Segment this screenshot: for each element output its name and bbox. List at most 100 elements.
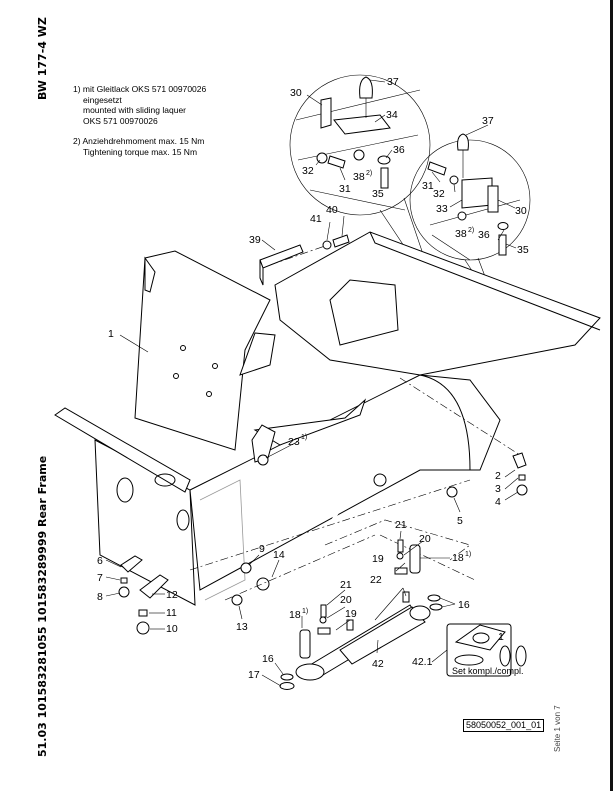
fitting-part-6 [120,555,143,573]
callout-36: 36 [393,144,405,156]
callout-42: 42 [372,658,384,670]
bracket-part-30-b [487,185,499,213]
callout-37-b: 37 [482,115,494,127]
drawing-number: 58050052_001_01 [463,719,545,732]
plate-part-34 [333,114,391,135]
detail-circle-right [409,133,531,261]
callout-7: 7 [97,572,103,584]
seal-part-16-c [280,673,294,681]
seal-part-16-b [429,603,443,611]
callout-5: 5 [457,515,463,527]
callout-42-1: 42.1 [412,656,433,668]
nut-part-38-b [457,211,467,221]
bolt-part-31-b [427,161,447,176]
callout-34: 34 [386,109,398,121]
callout-14: 14 [273,549,285,561]
note-1-line-4: OKS 571 00970026 [83,115,158,126]
fitting-part-12 [139,574,169,599]
nut-part-38 [353,149,365,161]
callout-20-a: 20 [340,594,352,606]
nut-part-9 [240,562,252,574]
callout-3: 3 [495,483,501,495]
callout-21-b: 21 [395,519,407,531]
callout-18-a-sup: 1) [302,608,308,615]
callout-8: 8 [97,591,103,603]
pin-part-18-b [409,544,421,574]
callout-17: 17 [248,669,260,681]
note-2-line-2: Tightening torque max. 15 Nm [83,146,198,157]
callout-10: 10 [166,623,178,635]
callout-40: 40 [326,204,338,216]
plate-part-19-b [394,567,408,575]
detail-circle-left [289,74,431,216]
callout-22: 22 [370,574,382,586]
callout-32: 32 [302,165,314,177]
callout-41: 41 [310,213,322,225]
callout-33: 33 [436,203,448,215]
callout-1: 1 [108,328,114,340]
seal-set-box [446,623,527,677]
callout-18-a: 18 [289,609,301,621]
washer-part-41 [322,240,332,250]
callout-37: 37 [387,76,399,88]
callout-30: 30 [290,87,302,99]
plate-part-19-a [317,627,331,635]
callout-4: 4 [495,496,501,508]
page-right-border [610,0,613,791]
callout-36-b: 36 [478,229,490,241]
set-box-label: Set kompl./compl. [452,666,524,676]
callout-6: 6 [97,555,103,567]
washer-part-20-b [396,552,404,560]
pin-part-18-a [299,629,311,659]
callout-16-a: 16 [458,599,470,611]
callout-31-b: 31 [422,180,434,192]
plug-part-5 [446,486,458,498]
nut-part-8 [118,586,130,598]
note-2-line-1: 2) Anziehdrehmoment max. 15 Nm [73,136,205,146]
callout-21-a: 21 [340,579,352,591]
bolt-part-40 [332,234,350,248]
notes-block: 1) mit Gleitlack OKS 571 00970026 einges… [73,84,206,157]
ring-part-11 [138,609,148,617]
seal-part-16-a [427,594,441,602]
callout-12: 12 [166,589,178,601]
fitting-part-22-b [402,591,410,603]
callout-38: 38 [353,171,365,183]
callout-35-b: 35 [517,244,529,256]
cylinder-part-42 [279,539,443,690]
note-1-line-1: 1) mit Gleitlack OKS 571 00970026 [73,84,207,94]
callout-38-b-sup: 2) [468,227,474,234]
note-1-line-2: eingesetzt [83,94,122,105]
bracket-part-30 [320,97,332,129]
callout-35: 35 [372,188,384,200]
callout-23-sup: 1) [301,434,307,441]
washer-part-36-b [497,222,509,230]
nut-part-13 [231,594,243,606]
callout-32-b: 32 [433,188,445,200]
note-1-line-3: mounted with sliding laquer [83,105,187,115]
knob-part-37-b [457,133,469,151]
set-box-number: 1 [498,631,504,643]
callout-23: 23 [288,436,300,448]
callout-39: 39 [249,234,261,246]
washer-part-32-b [449,175,459,185]
callout-labels: 30 37 34 36 32 31 38 2) 35 37 31 32 33 3… [97,76,529,681]
washer-part-36 [377,155,391,165]
callout-9: 9 [259,543,265,555]
callout-38-sup: 2) [366,170,372,177]
callout-19-a: 19 [345,608,357,620]
callout-31: 31 [339,183,351,195]
leader-lines [105,79,519,687]
callout-20-b: 20 [419,533,431,545]
ring-part-17 [279,682,295,690]
callout-38-b: 38 [455,228,467,240]
washer-part-20-a [319,616,327,624]
bolt-part-35 [380,167,389,189]
fitting-part-2 [512,452,527,469]
callout-11: 11 [166,607,177,619]
rear-frame-part-1 [54,231,601,606]
bracket-part-39 [259,244,304,269]
callout-13: 13 [236,621,248,633]
knob-part-37 [359,76,373,99]
bolt-part-21-b [397,539,404,553]
